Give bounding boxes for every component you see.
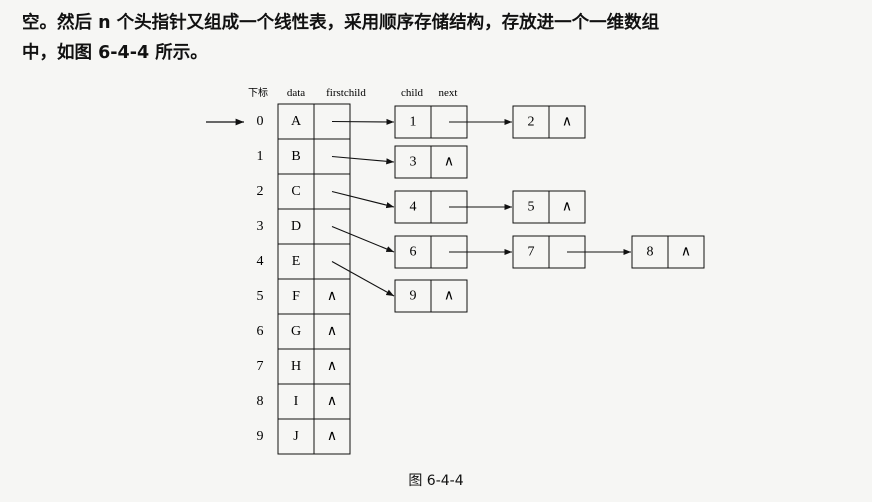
null-marker: ∧ [444, 289, 454, 304]
header-child: child [401, 87, 423, 99]
body-paragraph: 空。然后 n 个头指针又组成一个线性表，采用顺序存储结构，存放进一个一维数组 中… [22, 8, 852, 68]
array-row: 6 G ∧ [257, 313, 351, 350]
child-node: 1 [394, 105, 512, 139]
null-marker: ∧ [327, 289, 337, 304]
data-value: D [291, 219, 301, 234]
array-row: 5 F ∧ [257, 278, 351, 315]
row-index: 9 [257, 429, 264, 444]
row-index: 6 [257, 324, 264, 339]
null-marker: ∧ [681, 245, 691, 260]
firstchild-arrow [331, 190, 395, 209]
child-node: 5∧ [512, 190, 586, 224]
paragraph-line-1: 空。然后 n 个头指针又组成一个线性表，采用顺序存储结构，存放进一个一维数组 [22, 13, 660, 33]
data-value: C [291, 184, 300, 199]
null-marker: ∧ [327, 429, 337, 444]
row-index: 1 [257, 149, 264, 164]
header-index: 下标 [248, 87, 268, 99]
null-marker: ∧ [327, 394, 337, 409]
array-row: 7 H ∧ [257, 348, 351, 385]
figure-caption: 图 6-4-4 [408, 473, 464, 489]
data-value: I [294, 394, 299, 409]
header-next: next [439, 87, 458, 99]
firstchild-cell [313, 418, 351, 455]
child-node: 7 [512, 235, 631, 269]
data-value: H [291, 359, 301, 374]
data-value: G [291, 324, 301, 339]
child-value: 6 [410, 245, 417, 260]
firstchild-arrow [331, 155, 395, 165]
next-cell [667, 235, 705, 269]
data-value: J [293, 429, 299, 444]
row-index: 5 [257, 289, 264, 304]
child-value: 3 [410, 155, 417, 170]
null-marker: ∧ [444, 155, 454, 170]
data-value: B [291, 149, 300, 164]
next-cell [548, 190, 586, 224]
array-row: 9 J ∧ [257, 418, 351, 455]
null-marker: ∧ [327, 359, 337, 374]
child-value: 5 [528, 200, 535, 215]
row-index: 7 [257, 359, 264, 374]
null-marker: ∧ [562, 200, 572, 215]
data-value: F [292, 289, 300, 304]
child-node: 8∧ [631, 235, 705, 269]
child-value: 9 [410, 289, 417, 304]
child-value: 2 [528, 115, 535, 130]
next-cell [548, 105, 586, 139]
child-node: 4 [394, 190, 512, 224]
row-index: 4 [257, 254, 264, 269]
firstchild-arrow [331, 261, 395, 297]
next-cell [430, 145, 468, 179]
row-index: 2 [257, 184, 264, 199]
child-value: 4 [410, 200, 417, 215]
firstchild-arrow [331, 225, 395, 253]
paragraph-line-2: 中，如图 6-4-4 所示。 [22, 43, 208, 63]
array-row: 8 I ∧ [257, 383, 351, 420]
data-value: E [292, 254, 301, 269]
child-value: 7 [528, 245, 535, 260]
child-value: 8 [647, 245, 654, 260]
null-marker: ∧ [562, 115, 572, 130]
child-node: 3∧ [394, 145, 468, 179]
null-marker: ∧ [327, 324, 337, 339]
header-data: data [287, 87, 305, 99]
next-cell [430, 279, 468, 313]
row-index: 3 [257, 219, 264, 234]
child-node: 6 [394, 235, 512, 269]
child-node: 2∧ [512, 105, 586, 139]
firstchild-arrow [331, 118, 395, 126]
data-value: A [291, 114, 302, 129]
row-index: 8 [257, 394, 264, 409]
header-firstchild: firstchild [326, 87, 366, 99]
child-value: 1 [410, 115, 417, 130]
row-index: 0 [257, 114, 264, 129]
child-node: 9∧ [394, 279, 468, 313]
